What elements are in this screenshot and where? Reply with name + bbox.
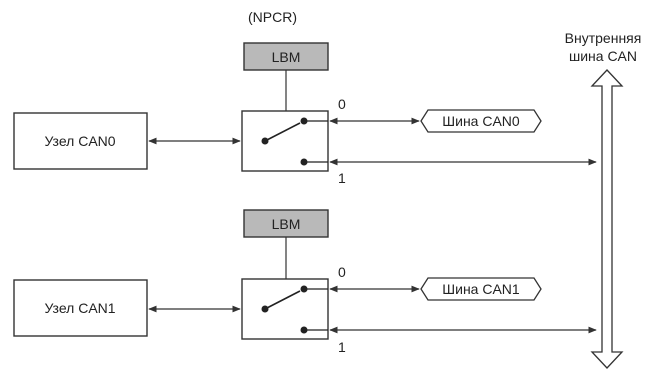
bus-tag-can0 — [420, 109, 542, 133]
bus-tag-label-can0: Шина CAN0 — [442, 113, 520, 129]
switch-lever-can0 — [264, 122, 301, 142]
node-label-can1: Узел CAN1 — [44, 300, 115, 316]
node-label-can0: Узел CAN0 — [44, 133, 115, 149]
npcr-register-label: (NPCR) — [248, 9, 297, 25]
lbm-label-can0: LBM — [272, 49, 301, 65]
bus-tag-label-can1: Шина CAN1 — [442, 281, 520, 297]
lbm-box-can0 — [243, 42, 329, 71]
internal-bus-title-line2: шина CAN — [569, 48, 637, 64]
bus-tag-can1 — [420, 277, 542, 301]
port1-label-can0: 1 — [338, 170, 346, 186]
node-box-can1 — [13, 279, 148, 337]
port0-label-can0: 0 — [338, 96, 346, 112]
can1-row: LBM Узел CAN1 0 1 Шина CAN1 — [13, 209, 597, 355]
lbm-label-can1: LBM — [272, 216, 301, 232]
port1-label-can1: 1 — [338, 339, 346, 355]
switch-lever-can1 — [264, 290, 301, 310]
lbm-box-can1 — [243, 209, 329, 238]
can0-row: LBM Узел CAN0 0 1 Шина CAN0 — [13, 42, 597, 186]
node-box-can0 — [13, 112, 148, 170]
internal-bus-title-line1: Внутренняя — [565, 30, 642, 46]
port0-label-can1: 0 — [338, 264, 346, 280]
internal-can-bus-arrow — [590, 69, 624, 369]
